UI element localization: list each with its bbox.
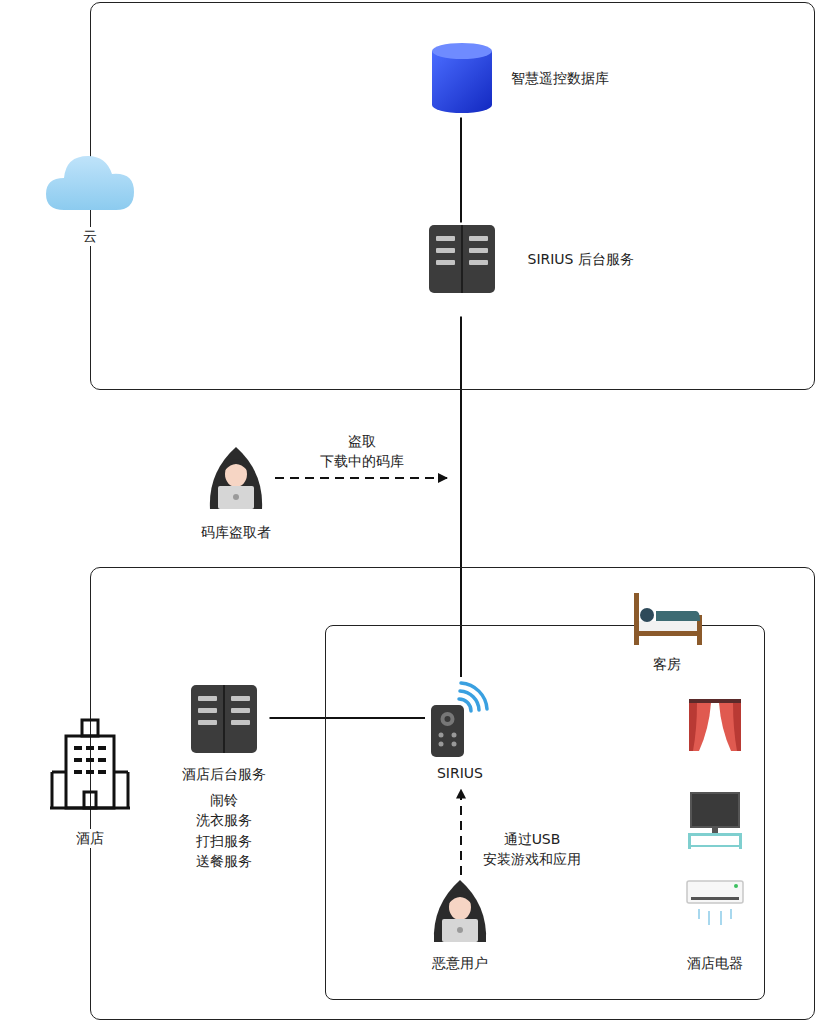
hotel-server-node: 酒店后台服务闹铃 洗衣服务 打扫服务 送餐服务 <box>182 684 266 872</box>
appliances-icon-svg <box>685 699 745 935</box>
building-icon <box>44 716 136 815</box>
connector-line <box>460 317 462 678</box>
guest-room-region: 客房 SIRIUS 恶意用户 酒店电器 <box>325 625 765 1000</box>
node-label: 恶意用户 <box>432 954 488 974</box>
attack-caption: 盗取 下载中的码库 <box>314 432 410 471</box>
db-icon <box>430 42 494 117</box>
hacker-icon <box>204 444 268 513</box>
server-icon-svg <box>428 224 496 294</box>
node-label: SIRIUS <box>437 764 483 784</box>
appliances-icon <box>685 699 745 938</box>
server-icon-svg <box>190 684 258 754</box>
server-icon <box>190 684 258 757</box>
node-label: 酒店电器 <box>687 954 743 974</box>
appliance-node: 酒店电器 <box>685 699 745 974</box>
database-node: 智慧遥控数据库 <box>430 42 609 117</box>
server-node: SIRIUS 后台服务 <box>428 224 634 297</box>
attacker-node: 码库盗取者 <box>201 444 271 543</box>
node-label: 码库盗取者 <box>201 523 271 543</box>
server-icon <box>428 224 496 297</box>
region-label: 云 <box>77 227 103 247</box>
malicious-user-node: 恶意用户 <box>428 877 492 974</box>
hacker-icon-svg <box>428 877 492 943</box>
region-label: 酒店 <box>71 829 109 849</box>
remote-node: SIRIUS <box>429 679 491 784</box>
region-label: 客房 <box>646 655 688 675</box>
theft-arrow <box>275 477 447 479</box>
remote-icon-svg <box>429 679 491 759</box>
bed-icon-svg <box>632 593 704 645</box>
building-icon-svg <box>44 716 136 812</box>
node-label: SIRIUS 后台服务 <box>528 250 634 270</box>
hacker-icon <box>428 877 492 946</box>
db-icon-svg <box>430 42 494 114</box>
bed-icon <box>632 593 704 648</box>
remote-icon <box>429 679 491 762</box>
service-list: 闹铃 洗衣服务 打扫服务 送餐服务 <box>192 790 256 871</box>
connector-line <box>460 118 462 223</box>
edge-label: 通过USB 安装游戏和应用 <box>476 830 588 869</box>
cloud-icon-svg <box>44 148 136 214</box>
cloud-region: 云智慧遥控数据库SIRIUS 后台服务 <box>90 2 815 390</box>
connector-line <box>270 717 426 719</box>
node-label: 智慧遥控数据库 <box>511 69 609 89</box>
hacker-icon-svg <box>204 444 268 510</box>
hotel-region: 酒店酒店后台服务闹铃 洗衣服务 打扫服务 送餐服务客房SIRIUS恶意用户酒店电… <box>90 567 815 1020</box>
cloud-icon <box>44 148 136 217</box>
node-label: 酒店后台服务 <box>182 765 266 785</box>
dashed-arrow <box>460 790 462 875</box>
